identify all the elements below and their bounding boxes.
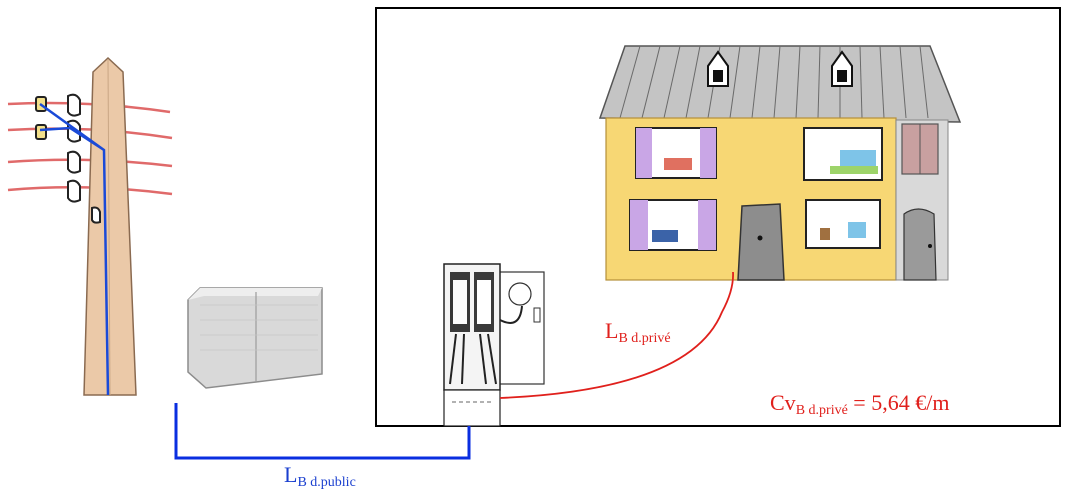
public-connection-line (174, 403, 471, 460)
private-cost-label: CvB d.privé = 5,64 €/m (770, 390, 949, 419)
side-door (903, 208, 937, 281)
front-door (737, 203, 785, 281)
private-length-symbol: L (605, 318, 619, 343)
window-lower-right (805, 199, 881, 249)
public-length-subscript: B d.public (297, 475, 356, 490)
cost-value: = 5,64 €/m (847, 390, 950, 415)
panel-base (443, 389, 501, 427)
pole-drop-cable (39, 102, 110, 396)
electrical-panel-icon (443, 263, 545, 427)
cost-symbol: Cv (770, 390, 796, 415)
private-property-frame (375, 7, 1061, 427)
dormer-windows (707, 50, 853, 87)
roof (598, 45, 962, 123)
public-length-symbol: L (284, 462, 298, 487)
utility-pole-icon (7, 56, 173, 396)
pole-shaft (83, 56, 137, 396)
meter-cabinet-icon (187, 287, 323, 389)
public-length-label: LB d.public (284, 462, 356, 491)
private-connection-line (499, 271, 734, 399)
window-lower-left (629, 199, 717, 251)
window-side (901, 123, 939, 175)
house-icon (598, 45, 962, 281)
private-length-subscript: B d.privé (618, 331, 671, 346)
cost-subscript: B d.privé (795, 403, 848, 418)
window-upper-right (803, 127, 883, 181)
window-upper-left (635, 127, 717, 179)
private-length-label: LB d.privé (605, 318, 671, 347)
